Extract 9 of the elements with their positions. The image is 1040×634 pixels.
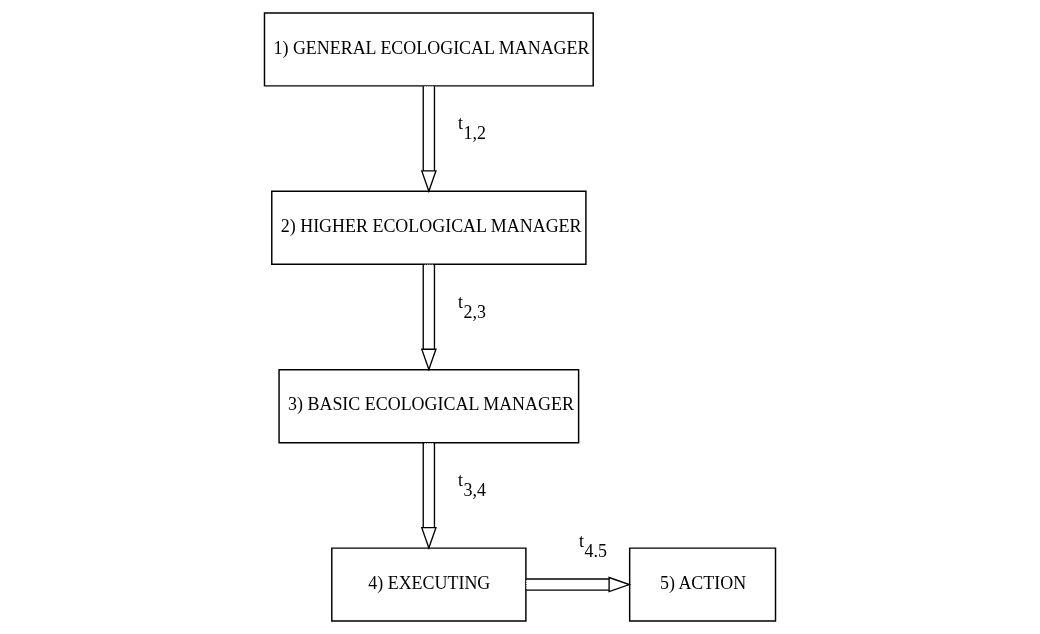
arrow xyxy=(420,85,437,194)
node-box: 5) ACTION xyxy=(628,547,777,622)
node-box: 2) HIGHER ECOLOGICAL MANAGER xyxy=(271,190,587,265)
arrow xyxy=(420,442,437,550)
node-box: 1) GENERAL ECOLOGICAL MANAGER xyxy=(263,12,594,87)
node-box: 3) BASIC ECOLOGICAL MANAGER xyxy=(278,369,580,444)
node-box: 4) EXECUTING xyxy=(331,547,527,622)
arrow xyxy=(420,263,437,372)
arrow xyxy=(525,576,632,593)
